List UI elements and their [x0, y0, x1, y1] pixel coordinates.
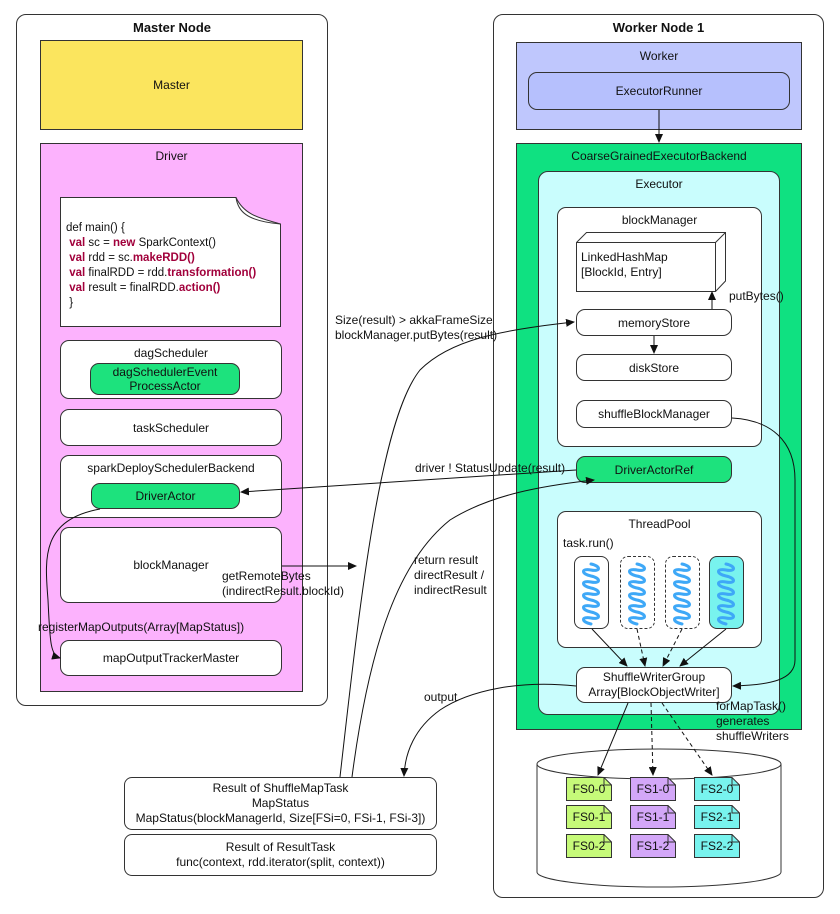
dag-scheduler-label: dagScheduler: [133, 346, 209, 360]
shuffle-file-fs0-1[interactable]: FS0-1: [566, 805, 612, 829]
shuffle-result-line-3: MapStatus(blockManagerId, Size[FSi=0, FS…: [135, 811, 426, 825]
driver-actor-box[interactable]: DriverActor: [91, 483, 240, 509]
master-node-title: Master Node: [132, 20, 212, 35]
output-label: output: [424, 690, 458, 704]
thread-2: [620, 556, 655, 629]
shuffle-block-manager-label: shuffleBlockManager: [598, 407, 710, 421]
shuffle-writer-group-box[interactable]: ShuffleWriterGroup Array[BlockObjectWrit…: [576, 667, 732, 703]
put-bytes-label: putBytes(): [729, 289, 784, 303]
result-task-box[interactable]: Result of ResultTask func(context, rdd.i…: [124, 834, 437, 876]
linked-hash-map-box: LinkedHashMap [BlockId, Entry]: [576, 232, 726, 292]
shuffle-block-manager-box[interactable]: shuffleBlockManager: [576, 400, 732, 428]
master-block-manager-label: blockManager: [133, 558, 209, 572]
result-task-line-1: Result of ResultTask: [225, 840, 336, 854]
shuffle-file-fs2-0[interactable]: FS2-0: [694, 777, 740, 801]
master-box[interactable]: Master: [40, 40, 303, 130]
master-label: Master: [153, 78, 190, 92]
shuffle-file-label: FS2-0: [700, 782, 734, 796]
size-label: Size(result) > akkaFrameSize blockManage…: [335, 313, 498, 342]
dag-event-process-actor[interactable]: dagSchedulerEvent ProcessActor: [90, 363, 240, 395]
return-result-label: return result directResult / indirectRes…: [414, 553, 487, 597]
disk-store-label: diskStore: [628, 360, 680, 375]
shuffle-file-label: FS2-1: [700, 810, 734, 824]
thread-3: [665, 556, 700, 629]
memory-store-box[interactable]: memoryStore: [576, 309, 732, 336]
shuffle-map-result-box[interactable]: Result of ShuffleMapTask MapStatus MapSt…: [124, 777, 437, 830]
code-line-3: val rdd = sc.makeRDD(): [69, 252, 195, 264]
shuffle-file-label: FS0-2: [572, 839, 606, 853]
driver-program-code: def main() { val sc = new SparkContext()…: [60, 197, 281, 327]
linked-hash-map-line-2: [BlockId, Entry]: [581, 265, 662, 279]
code-line-4: val finalRDD = rdd.transformation(): [69, 267, 257, 279]
shuffle-file-label: FS1-1: [636, 810, 670, 824]
driver-actor-ref-box[interactable]: DriverActorRef: [576, 456, 732, 483]
executor-runner-box[interactable]: ExecutorRunner: [528, 72, 790, 110]
shuffle-file-fs1-2[interactable]: FS1-2: [630, 834, 676, 858]
document-shape: [60, 197, 281, 327]
shuffle-result-line-1: Result of ShuffleMapTask: [212, 781, 349, 795]
map-output-tracker-label: mapOutputTrackerMaster: [102, 651, 240, 665]
worker-label: Worker: [639, 49, 679, 63]
driver-actor-label: DriverActor: [135, 489, 196, 503]
result-task-line-2: func(context, rdd.iterator(split, contex…: [176, 855, 385, 869]
cube-shape: [576, 232, 726, 292]
dag-actor-line-2: ProcessActor: [129, 379, 201, 393]
coarse-grained-backend-label: CoarseGrainedExecutorBackend: [571, 149, 747, 163]
shuffle-file-label: FS2-2: [700, 839, 734, 853]
scheduler-backend-label: sparkDeploySchedulerBackend: [87, 461, 255, 475]
executor-label: Executor: [635, 177, 683, 191]
thread-4: [709, 556, 744, 629]
thread-pool-label: ThreadPool: [628, 517, 691, 531]
memory-store-label: memoryStore: [617, 315, 691, 330]
disk-store-box[interactable]: diskStore: [576, 354, 732, 381]
shuffle-file-fs2-1[interactable]: FS2-1: [694, 805, 740, 829]
status-update-label: driver ! StatusUpdate(result): [415, 461, 566, 475]
dag-actor-line-1: dagSchedulerEvent: [112, 365, 218, 379]
shuffle-file-label: FS0-1: [572, 810, 606, 824]
map-output-tracker-box[interactable]: mapOutputTrackerMaster: [60, 640, 282, 676]
shuffle-file-fs2-2[interactable]: FS2-2: [694, 834, 740, 858]
task-scheduler-label: taskScheduler: [132, 420, 210, 435]
worker-block-manager-label: blockManager: [621, 213, 698, 227]
code-line-5: val result = finalRDD.action(): [69, 282, 221, 294]
code-line-6: }: [69, 297, 74, 309]
shuffle-writer-group-line-1: ShuffleWriterGroup: [602, 670, 706, 684]
driver-title: Driver: [155, 149, 188, 163]
executor-runner-label: ExecutorRunner: [615, 84, 703, 98]
worker-node-title: Worker Node 1: [612, 20, 705, 35]
task-run-label: task.run(): [563, 536, 614, 550]
shuffle-result-line-2: MapStatus: [251, 796, 310, 810]
shuffle-file-fs1-1[interactable]: FS1-1: [630, 805, 676, 829]
shuffle-file-label: FS0-0: [572, 782, 606, 796]
for-map-task-label: forMapTask() generates shuffleWriters: [716, 699, 789, 743]
task-scheduler-box[interactable]: taskScheduler: [60, 409, 282, 446]
get-remote-bytes-label: getRemoteBytes (indirectResult.blockId): [222, 569, 345, 598]
shuffle-file-fs0-2[interactable]: FS0-2: [566, 834, 612, 858]
thread-1: [574, 556, 609, 629]
shuffle-file-fs1-0[interactable]: FS1-0: [630, 777, 676, 801]
shuffle-file-label: FS1-0: [636, 782, 670, 796]
driver-actor-ref-label: DriverActorRef: [614, 462, 694, 477]
linked-hash-map-line-1: LinkedHashMap: [581, 250, 668, 264]
shuffle-file-fs0-0[interactable]: FS0-0: [566, 777, 612, 801]
code-line-2: val sc = new SparkContext(): [69, 237, 216, 249]
register-map-outputs-label: registerMapOutputs(Array[MapStatus]): [38, 620, 245, 634]
shuffle-file-label: FS1-2: [636, 839, 670, 853]
shuffle-writer-group-line-2: Array[BlockObjectWriter]: [588, 685, 720, 699]
code-line-1: def main() {: [66, 222, 125, 234]
